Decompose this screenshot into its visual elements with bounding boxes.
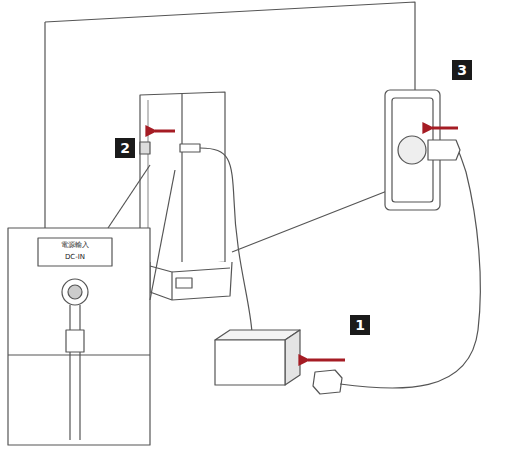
callout-number: 2 — [115, 138, 135, 158]
callout-number: 3 — [452, 60, 472, 80]
callout-number: 1 — [350, 315, 370, 335]
port-label: 電源輸入 — [40, 242, 110, 251]
port-label: DC-IN — [40, 254, 110, 263]
